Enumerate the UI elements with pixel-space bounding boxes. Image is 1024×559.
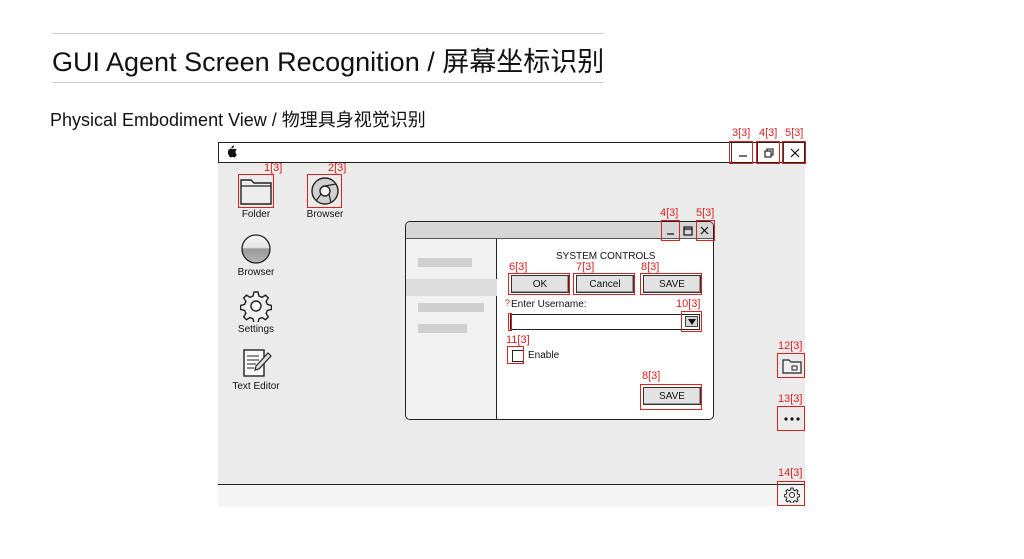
gear-icon (240, 291, 272, 322)
title-top-rule (52, 33, 604, 34)
annotation-box-side-settings (777, 481, 805, 506)
annotation-label-window-restore: 4[3] (759, 127, 778, 139)
annotation-box-dialog-minimize (661, 220, 680, 241)
annotation-box-checkbox (507, 346, 524, 364)
close-icon (790, 148, 799, 158)
desktop-icon-label: Browser (237, 267, 275, 278)
apple-logo-icon[interactable] (226, 145, 237, 163)
folder-icon (240, 179, 272, 205)
minimize-icon (738, 155, 747, 157)
annotation-label-dialog-close: 5[3] (696, 207, 715, 219)
ok-button[interactable]: OK (511, 275, 569, 293)
annotation-box-side-more (777, 406, 805, 431)
annotation-box-dialog-close (696, 220, 715, 241)
sidebar-item-placeholder[interactable] (418, 324, 467, 333)
annotation-box-dropdown (681, 311, 702, 332)
annotation-box-folder (238, 174, 274, 208)
globe-icon (241, 234, 271, 264)
annotation-label-window-close: 5[3] (785, 127, 804, 139)
annotation-label-ok: 6[3] (509, 261, 528, 273)
annotation-label-side-folder: 12[3] (778, 340, 803, 352)
dialog-minimize-button[interactable] (663, 223, 678, 238)
annotation-label-save: 8[3] (641, 261, 660, 273)
sidebar-item-placeholder[interactable] (418, 303, 484, 312)
gear-icon (783, 487, 800, 503)
system-controls-dialog: SYSTEM CONTROLS OK Cancel SAVE Enter Use… (405, 221, 714, 420)
dialog-close-button[interactable] (697, 223, 712, 238)
annotation-label-dialog-minimize: 4[3] (660, 207, 679, 219)
close-icon (700, 226, 709, 235)
annotation-box-side-folder (777, 353, 805, 378)
taskbar-settings-button[interactable] (779, 485, 804, 505)
annotation-box-input (508, 313, 512, 331)
username-combobox[interactable] (510, 314, 700, 330)
restore-icon (763, 148, 774, 158)
dialog-heading: SYSTEM CONTROLS (556, 251, 656, 262)
title-bottom-rule (52, 82, 604, 83)
desktop-icon-text-editor[interactable]: Text Editor (221, 347, 291, 392)
annotation-box-window-restore (756, 141, 780, 164)
notepad-icon (243, 349, 272, 377)
annotation-label-dropdown: 10[3] (676, 298, 701, 310)
annotation-box-chrome (307, 174, 342, 208)
page-subtitle: Physical Embodiment View / 物理具身视觉识别 (50, 110, 426, 130)
more-options-button[interactable] (779, 408, 804, 430)
save-button-bottom[interactable]: SAVE (643, 387, 701, 405)
cancel-button[interactable]: Cancel (576, 275, 634, 293)
window-restore-button[interactable] (757, 143, 779, 163)
desktop-icon-settings[interactable]: Settings (221, 290, 291, 335)
desktop-icon-label: Settings (237, 324, 275, 335)
maximize-icon (682, 225, 693, 236)
dialog-title-bar[interactable] (406, 222, 713, 239)
annotation-box-save-bottom (640, 384, 702, 410)
annotation-label-chrome: 2[3] (328, 162, 347, 174)
annotation-label-save-bottom: 8[3] (642, 370, 661, 382)
annotation-box-save (640, 273, 702, 295)
desktop-icon-label: Text Editor (232, 381, 280, 392)
window-minimize-button[interactable] (731, 143, 753, 163)
dropdown-button[interactable] (685, 316, 698, 327)
sidebar-item-placeholder[interactable] (418, 258, 472, 267)
annotation-label-side-more: 13[3] (778, 393, 803, 405)
dialog-maximize-button[interactable] (680, 223, 695, 238)
annotation-label-input: ? (505, 298, 511, 308)
desktop-icon-browser[interactable]: Browser (221, 233, 291, 278)
desktop-icon-folder[interactable]: Folder (221, 175, 291, 220)
taskbar (218, 484, 805, 506)
annotation-label-window-minimize: 3[3] (732, 127, 751, 139)
annotation-label-checkbox: 11[3] (506, 334, 530, 346)
annotation-box-window-close (782, 141, 806, 164)
username-label: Enter Username: (511, 299, 587, 310)
desktop-icon-label: Folder (241, 209, 271, 220)
annotation-label-side-settings: 14[3] (778, 467, 803, 479)
folder-shortcut-button[interactable] (779, 355, 804, 377)
chrome-icon (311, 177, 339, 205)
desktop-icon-chrome[interactable]: Browser (290, 175, 360, 220)
minimize-icon (667, 233, 674, 235)
annotation-box-window-minimize (729, 141, 753, 164)
save-button[interactable]: SAVE (643, 275, 701, 293)
folder-icon (781, 359, 802, 374)
more-dots-icon (783, 417, 800, 421)
window-close-button[interactable] (783, 143, 805, 163)
menu-bar (218, 142, 805, 163)
annotation-box-ok (508, 273, 570, 295)
annotation-box-cancel (573, 273, 635, 295)
mock-desktop-screen: Folder Browser Browser (218, 142, 805, 506)
sidebar-item-selected[interactable] (406, 279, 497, 296)
annotation-label-folder: 1[3] (264, 162, 283, 174)
enable-checkbox-label: Enable (528, 350, 560, 361)
desktop-icon-label: Browser (306, 209, 344, 220)
annotation-label-cancel: 7[3] (576, 261, 595, 273)
caret-down-icon (687, 318, 696, 325)
page-title: GUI Agent Screen Recognition / 屏幕坐标识别 (52, 47, 605, 77)
dialog-sidebar (406, 239, 497, 419)
